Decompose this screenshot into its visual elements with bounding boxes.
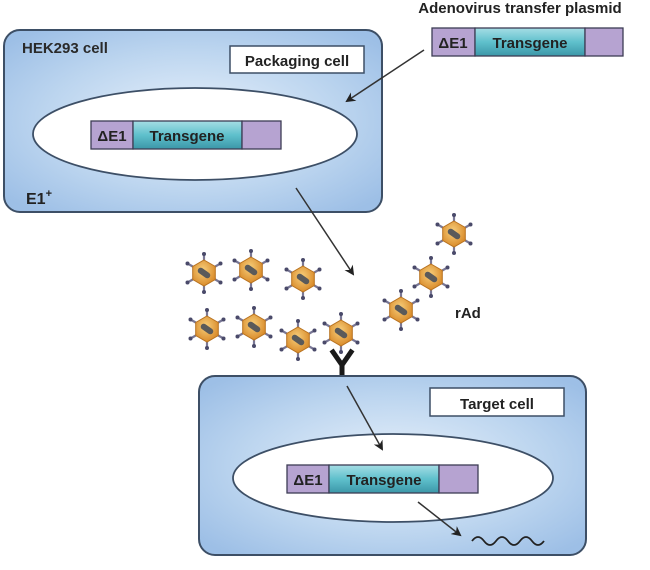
virus-particle (283, 256, 323, 302)
receptor-icon (329, 348, 355, 370)
entry-arrow (346, 385, 383, 451)
packaging-cell: HEK293 cell Packaging cell ΔE1 Transgene… (3, 29, 383, 213)
plasmid-title: Adenovirus transfer plasmid (418, 0, 621, 17)
mrna-icon (471, 536, 545, 546)
virus-particle (411, 254, 451, 300)
plasmid-deletion-label: ΔE1 (438, 35, 467, 52)
virus-particle (234, 304, 274, 350)
packaging-cell-name: HEK293 cell (22, 40, 108, 57)
virus-particles (184, 211, 474, 363)
virus-particle (184, 250, 224, 296)
packaging-cell-label: Packaging cell (245, 53, 349, 70)
target-construct: ΔE1 Transgene (286, 464, 479, 494)
virus-particle (187, 306, 227, 352)
virus-label: rAd (455, 305, 481, 322)
virus-particle (231, 247, 271, 293)
packaging-deletion-label: ΔE1 (97, 128, 126, 145)
virus-particle (381, 287, 421, 333)
packaging-transgene-label: Transgene (149, 128, 224, 145)
target-cell: Target cell ΔE1 Transgene (198, 375, 587, 556)
virus-particle (434, 211, 474, 257)
target-cell-label-box: Target cell (429, 387, 565, 417)
packaging-cell-label-box: Packaging cell (229, 45, 365, 74)
virus-particle (321, 310, 361, 356)
packaging-construct: ΔE1 Transgene (90, 120, 282, 150)
expression-arrow (417, 501, 462, 537)
receptor-stem (339, 364, 345, 380)
target-cell-label: Target cell (460, 396, 534, 413)
plasmid-transgene-label: Transgene (492, 35, 567, 52)
transfection-arrow (345, 49, 425, 103)
production-arrow (295, 187, 355, 276)
virus-particle (278, 317, 318, 363)
transfer-plasmid: Adenovirus transfer plasmid ΔE1 Transgen… (418, 0, 624, 57)
genotype-label: E1+ (26, 188, 52, 208)
target-transgene-label: Transgene (346, 472, 421, 489)
target-deletion-label: ΔE1 (293, 472, 322, 489)
